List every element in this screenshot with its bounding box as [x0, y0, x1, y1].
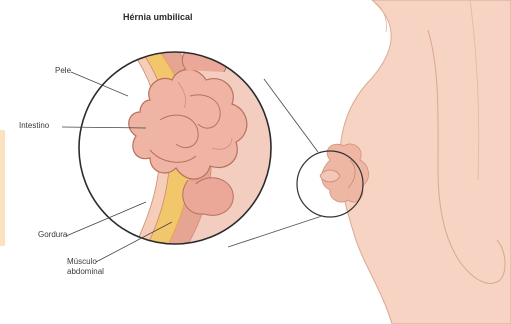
connector-line-top — [264, 79, 318, 152]
label-muscle-line1: Músculo — [67, 257, 97, 267]
label-fat: Gordura — [38, 230, 67, 240]
label-muscle-line2: abdominal — [67, 267, 104, 277]
body-silhouette — [340, 0, 511, 324]
magnified-view — [70, 40, 290, 260]
label-intestine: Intestino — [19, 121, 49, 131]
connector-line-bottom — [228, 216, 322, 247]
diagram-title: Hérnia umbilical — [123, 12, 193, 22]
label-skin: Pele — [55, 66, 71, 76]
